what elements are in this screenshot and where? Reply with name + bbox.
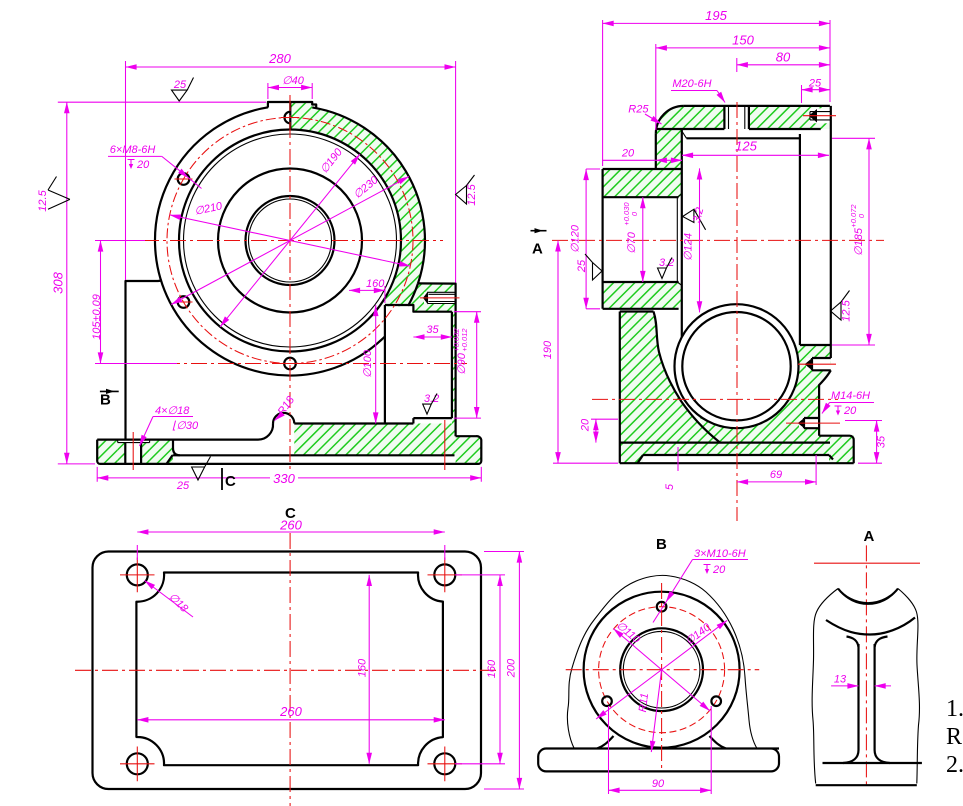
svg-text:M14-6H: M14-6H [831, 390, 870, 402]
svg-text:∅210: ∅210 [193, 200, 224, 218]
svg-text:+0.012: +0.012 [460, 328, 469, 352]
svg-text:4×∅18: 4×∅18 [155, 405, 190, 417]
svg-text:0: 0 [630, 211, 639, 216]
svg-text:20: 20 [136, 159, 150, 171]
svg-text:25: 25 [176, 480, 190, 492]
svg-text:3×M10-6H: 3×M10-6H [694, 548, 746, 560]
svg-text:69: 69 [770, 469, 782, 481]
svg-text:160: 160 [366, 278, 385, 290]
svg-text:105±0.09: 105±0.09 [91, 294, 103, 340]
svg-text:190: 190 [542, 340, 554, 359]
svg-text:∅40: ∅40 [282, 75, 305, 87]
svg-text:∅124: ∅124 [683, 233, 695, 261]
svg-text:25: 25 [173, 79, 187, 91]
svg-text:B: B [656, 536, 667, 553]
svg-text:∅120: ∅120 [570, 224, 582, 253]
svg-text:160: 160 [357, 658, 369, 677]
svg-text:3.2: 3.2 [691, 206, 707, 224]
svg-text:20: 20 [580, 418, 592, 432]
svg-text:200: 200 [506, 658, 518, 678]
svg-text:∅100: ∅100 [362, 349, 374, 378]
svg-text:1.: 1. [946, 696, 963, 722]
svg-text:35: 35 [426, 324, 439, 336]
svg-text:0: 0 [857, 213, 866, 218]
svg-text:∅90: ∅90 [456, 352, 468, 375]
svg-text:2.: 2. [946, 752, 963, 778]
svg-text:B: B [100, 392, 111, 409]
svg-text:160: 160 [486, 659, 498, 678]
svg-text:12.5: 12.5 [841, 299, 853, 321]
svg-text:12.5: 12.5 [37, 189, 49, 211]
svg-text:+0.032: +0.032 [452, 328, 461, 352]
svg-text:∅70: ∅70 [626, 231, 638, 254]
svg-text:+0.030: +0.030 [622, 202, 631, 226]
svg-text:C: C [225, 473, 236, 490]
svg-text:260: 260 [279, 704, 302, 719]
svg-text:A: A [864, 528, 875, 545]
svg-text:+0.072: +0.072 [849, 204, 858, 228]
svg-text:308: 308 [51, 271, 66, 293]
svg-text:260: 260 [279, 518, 302, 533]
svg-text:C: C [285, 505, 296, 522]
svg-text:25: 25 [576, 259, 588, 273]
svg-text:∅185: ∅185 [853, 227, 865, 256]
svg-text:195: 195 [705, 8, 727, 23]
svg-text:13: 13 [834, 674, 847, 686]
svg-text:150: 150 [732, 33, 754, 48]
svg-text:5: 5 [664, 483, 676, 490]
svg-text:⌊∅30: ⌊∅30 [172, 420, 199, 432]
svg-text:20: 20 [843, 405, 857, 417]
svg-text:280: 280 [268, 51, 291, 66]
svg-text:R11: R11 [637, 692, 651, 713]
svg-text:R25: R25 [628, 104, 649, 116]
svg-text:M20-6H: M20-6H [672, 78, 711, 90]
svg-text:80: 80 [776, 50, 791, 65]
svg-text:R: R [946, 724, 962, 750]
svg-text:20: 20 [712, 564, 726, 576]
svg-text:20: 20 [621, 148, 635, 160]
svg-text:35: 35 [876, 435, 888, 448]
svg-text:125: 125 [735, 139, 757, 154]
svg-text:90: 90 [652, 778, 665, 790]
svg-text:A: A [532, 241, 543, 258]
svg-text:6×M8-6H: 6×M8-6H [110, 144, 156, 156]
svg-text:25: 25 [808, 78, 822, 90]
svg-text:330: 330 [273, 471, 295, 486]
svg-text:12.5: 12.5 [466, 183, 478, 205]
